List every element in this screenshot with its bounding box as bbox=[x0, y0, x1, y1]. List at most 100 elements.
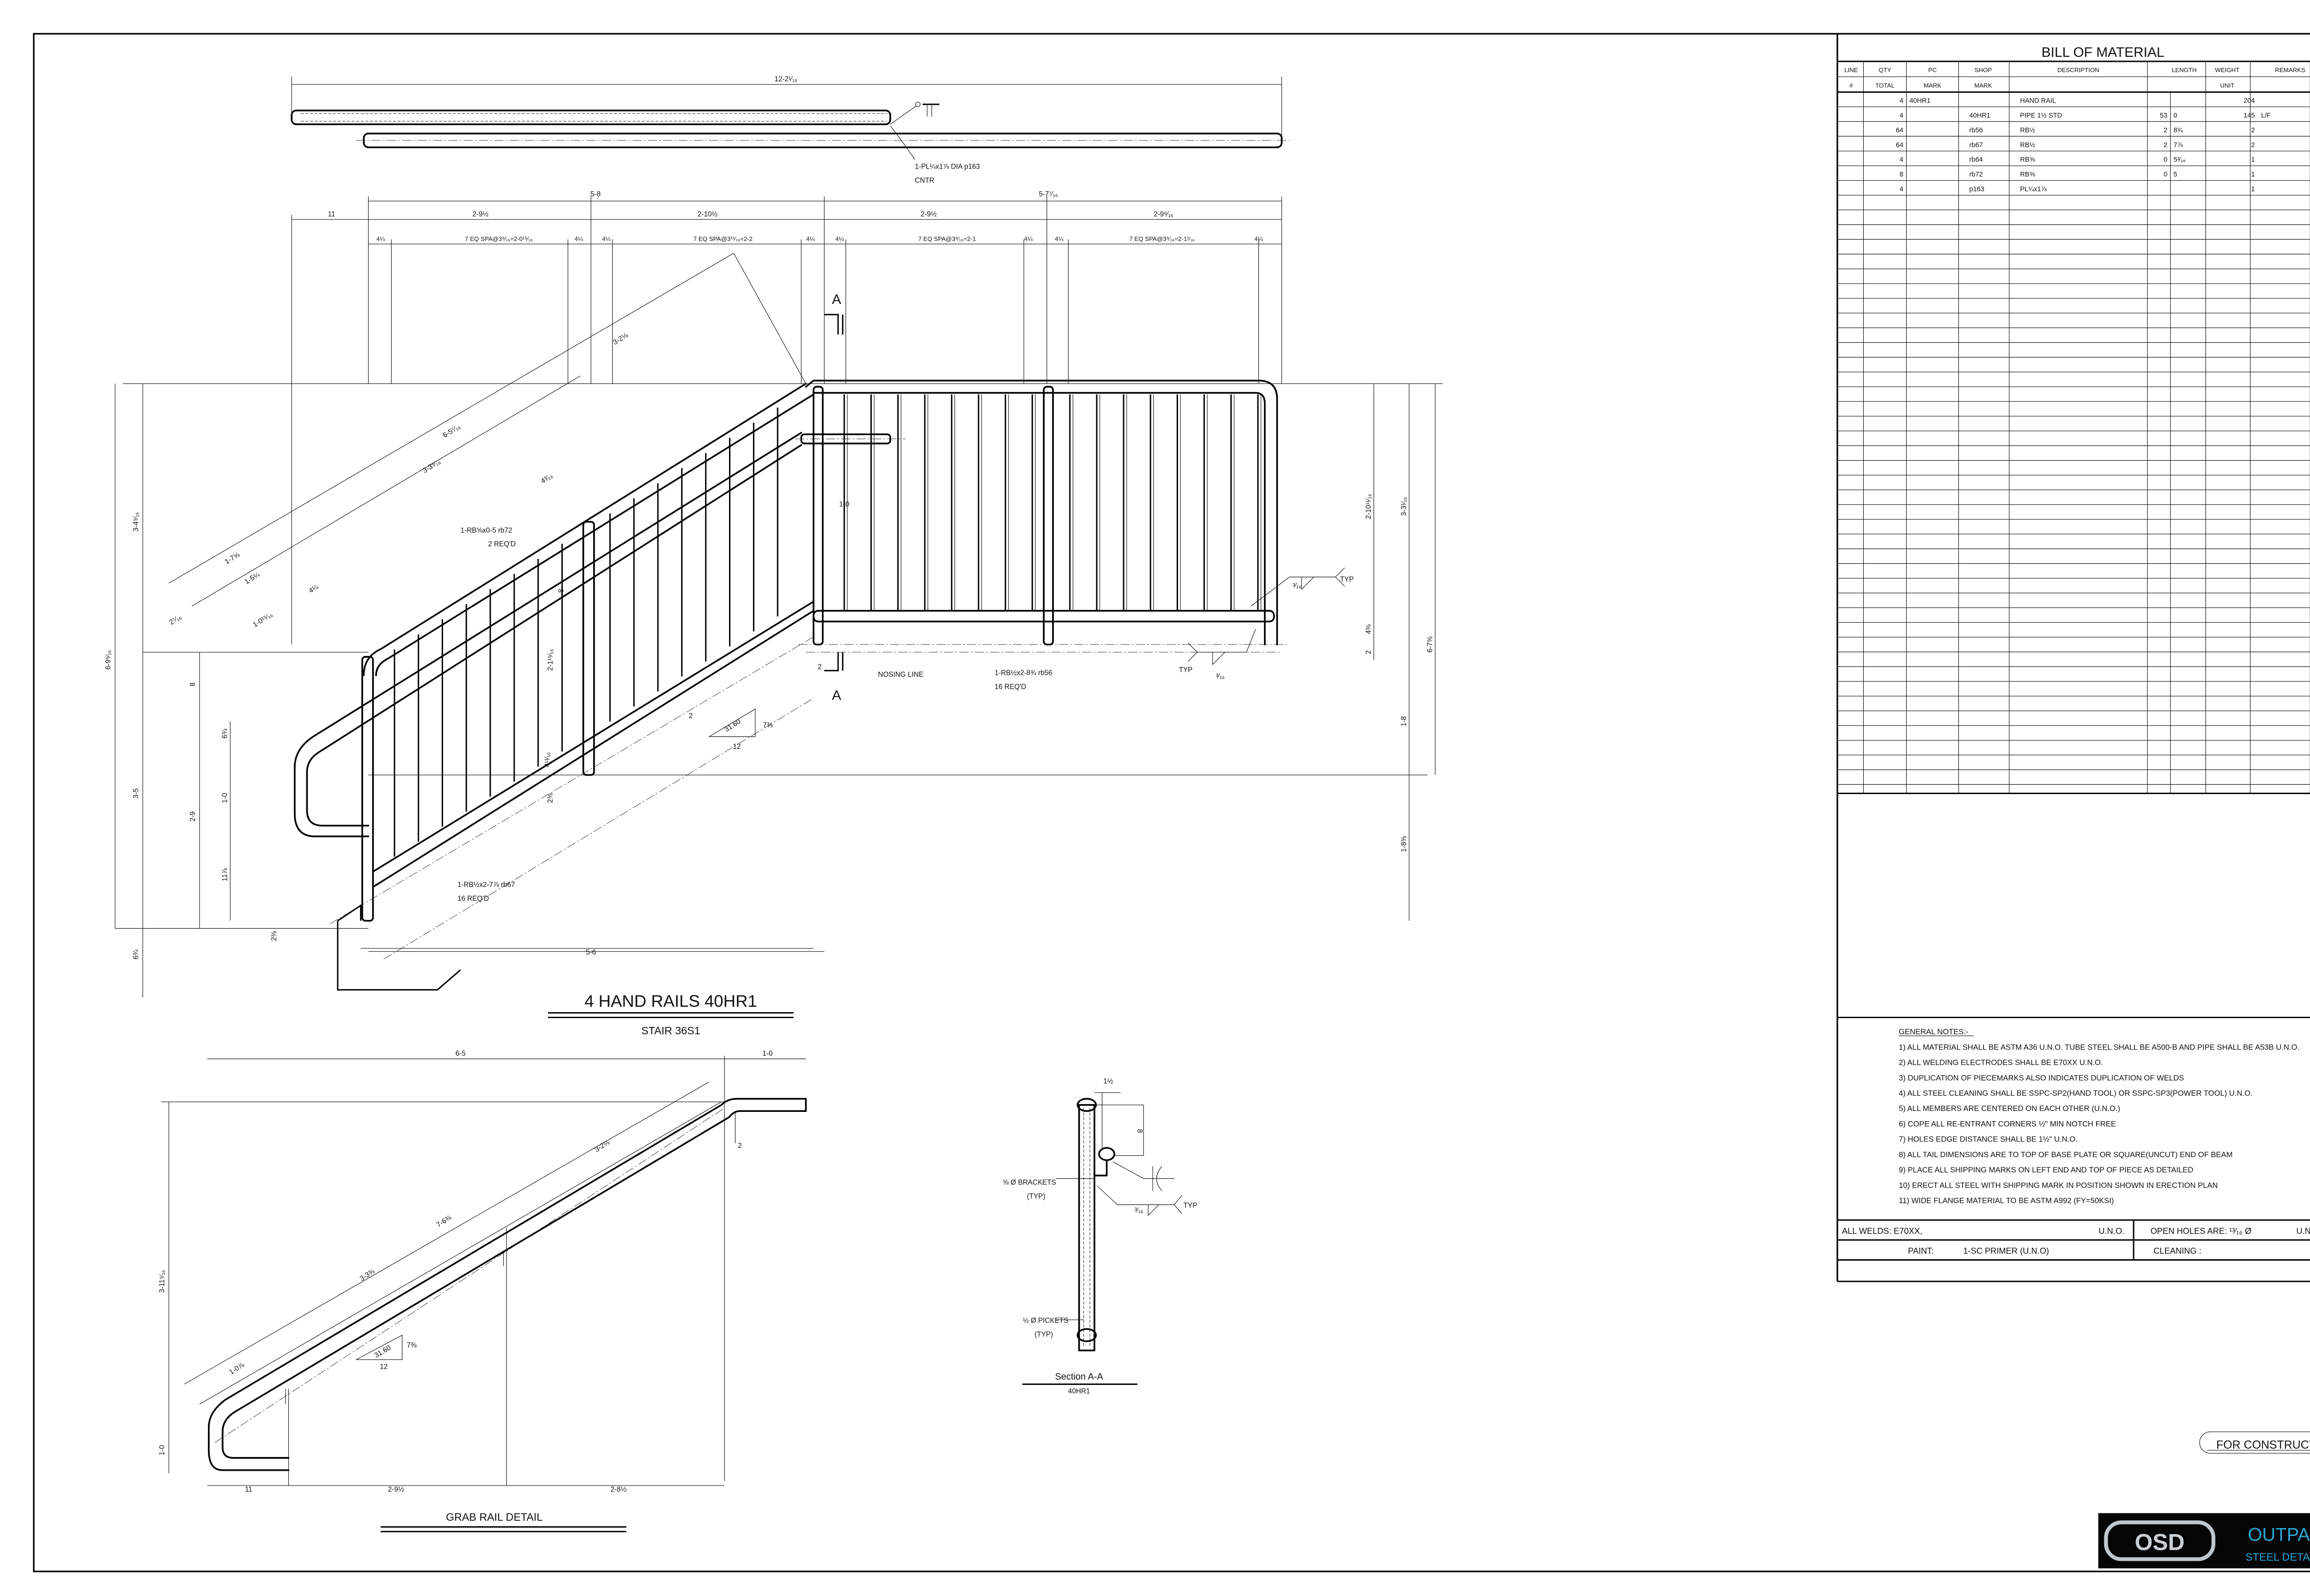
note-item: 4) ALL STEEL CLEANING SHALL BE SSPC-SP2(… bbox=[1899, 1089, 2253, 1098]
drawing-label: 6-5 bbox=[456, 1050, 466, 1058]
drawing-label: 3-4⁹⁄₁₆ bbox=[132, 512, 140, 531]
drawing-label: ⅝ Ø BRACKETS bbox=[1003, 1179, 1056, 1187]
view-subtitle: STAIR 36S1 bbox=[641, 1025, 700, 1037]
drawing-label: 1-0 bbox=[762, 1050, 772, 1058]
drawing-label: PAINT: bbox=[1908, 1246, 1933, 1256]
bom-cell-shop-mark: 40HR1 bbox=[1970, 112, 1990, 119]
bom-cell-shop-mark: p163 bbox=[1970, 186, 1985, 193]
drawing-label: 4¼ bbox=[1055, 236, 1064, 243]
bom-cell-length-ft: 2 bbox=[2164, 127, 2167, 134]
bom-cell-description: RB½ bbox=[2020, 141, 2035, 149]
stair-rail-elevation bbox=[115, 253, 1443, 998]
bom-cell-shop-mark: rb67 bbox=[1970, 141, 1983, 149]
bom-header: TOTAL bbox=[1875, 82, 1895, 89]
drawing-label: 7 EQ SPA@3¹¹⁄₁₆=2-2 bbox=[693, 236, 753, 243]
drawing-label: 12 bbox=[733, 743, 741, 751]
drawing-label: 7⅜ bbox=[763, 722, 772, 729]
bom-header: LENGTH bbox=[2172, 67, 2197, 73]
drawing-label: 6¾ bbox=[132, 949, 140, 959]
drawing-label: U.N.O. bbox=[2098, 1226, 2124, 1236]
title-block bbox=[1836, 34, 2310, 1569]
note-item: 9) PLACE ALL SHIPPING MARKS ON LEFT END … bbox=[1899, 1165, 2194, 1174]
drawing-label: 12 bbox=[380, 1363, 388, 1371]
drawing-label: 7 EQ SPA@3⁹⁄₁₆=2-0¹⁵⁄₁₆ bbox=[465, 236, 533, 243]
bom-cell-length-in: 0 bbox=[2174, 112, 2177, 119]
bom-cell-length-in: 7⅞ bbox=[2174, 141, 2183, 149]
bom-cell-qty: 4 bbox=[1900, 97, 1903, 105]
bom-cell-description: RB⅝ bbox=[2020, 171, 2035, 178]
bom-header: PC bbox=[1928, 67, 1937, 73]
drawing-label: 4¼ bbox=[377, 236, 385, 243]
drawing-label: 5-7⁷⁄₁₆ bbox=[1039, 190, 1058, 198]
drawing-label: CNTR bbox=[915, 176, 934, 184]
bom-header: LINE bbox=[1844, 67, 1858, 73]
stamp-text: FOR CONSTRUCTION bbox=[2216, 1438, 2310, 1451]
bom-header: UNIT bbox=[2220, 82, 2234, 89]
bom-cell-description: RB½ bbox=[2020, 127, 2035, 134]
drawing-label: 2-9⁹⁄₁₆ bbox=[1154, 210, 1173, 218]
drawing-label: OPEN HOLES ARE: ¹³⁄₁₆ Ø bbox=[2151, 1226, 2252, 1236]
bom-cell-weight: 2 bbox=[2251, 141, 2255, 149]
top-dimensions bbox=[291, 196, 1282, 645]
drawing-label: 11⅞ bbox=[221, 868, 229, 881]
bom-cell-remarks: L/F bbox=[2261, 112, 2271, 119]
drawing-label: ³⁄₁₆ bbox=[1293, 582, 1301, 589]
bom-cell-qty: 64 bbox=[1896, 141, 1903, 149]
drawing-label: 2-10½ bbox=[698, 210, 718, 218]
bom-cell-qty: 4 bbox=[1900, 112, 1903, 119]
drawing-label: 7⅜ bbox=[407, 1341, 416, 1349]
view-title: GRAB RAIL DETAIL bbox=[446, 1511, 542, 1523]
logo-name: OUTPACE bbox=[2248, 1524, 2310, 1545]
drawing-label: 2-9½ bbox=[921, 210, 937, 218]
drawing-label: 2-10¹¹⁄₁₆ bbox=[1365, 494, 1373, 519]
bom-cell-description: PIPE 1½ STD bbox=[2020, 112, 2062, 119]
bom-cell-weight: 1 bbox=[2251, 186, 2255, 193]
drawing-label: 2-9 bbox=[189, 811, 197, 821]
drawing-label: 3-3¹⁄₁₆ bbox=[1400, 497, 1408, 516]
drawing-label: TYP bbox=[1184, 1202, 1198, 1210]
drawing-label: 11 bbox=[328, 210, 335, 218]
drawing-label: 6¾ bbox=[221, 728, 229, 738]
drawing-label: 7 EQ SPA@3⁹⁄₁₆=2-1¹⁄₁₆ bbox=[1129, 236, 1194, 243]
bom-title: BILL OF MATERIAL bbox=[2042, 45, 2164, 60]
drawing-label: 6-9⁹⁄₁₆ bbox=[104, 650, 112, 669]
bom-cell-description: RB⅝ bbox=[2020, 156, 2035, 164]
drawing-label: 8 bbox=[1136, 1129, 1143, 1133]
drawing-label: 2⅜ bbox=[270, 931, 278, 941]
drawing-label: 8 bbox=[557, 589, 565, 593]
drawing-label: ³⁄₁₆ bbox=[1135, 1206, 1143, 1214]
view-title: Section A-A bbox=[1055, 1372, 1104, 1382]
note-item: 6) COPE ALL RE-ENTRANT CORNERS ½" MIN NO… bbox=[1899, 1119, 2116, 1128]
note-item: 2) ALL WELDING ELECTRODES SHALL BE E70XX… bbox=[1899, 1058, 2103, 1067]
drawing-label: 1-0 bbox=[158, 1445, 166, 1455]
company-logo bbox=[2098, 1513, 2310, 1569]
drawing-label: 1-SC PRIMER (U.N.O) bbox=[1963, 1246, 2049, 1256]
bom-cell-description: HAND RAIL bbox=[2020, 97, 2056, 105]
drawing-label: U.N.O. bbox=[2296, 1226, 2310, 1236]
bom-header: QTY bbox=[1878, 67, 1891, 73]
bom-cell-weight: 204 bbox=[2243, 97, 2255, 105]
drawing-label: 4¹¹⁄₁₆ bbox=[543, 752, 551, 767]
note-item: 11) WIDE FLANGE MATERIAL TO BE ASTM A992… bbox=[1899, 1196, 2114, 1205]
drawing-label: (TYP) bbox=[1027, 1193, 1046, 1201]
bom-header: DESCRIPTION bbox=[2057, 67, 2099, 73]
view-title: 4 HAND RAILS 40HR1 bbox=[584, 991, 757, 1010]
drawing-label: 1-PL¼x1⅞ DIA p163 bbox=[915, 163, 980, 170]
section-mark-bottom: A bbox=[832, 688, 841, 703]
bom-cell-shop-mark: rb72 bbox=[1970, 171, 1983, 178]
drawing-label: 4¼ bbox=[1254, 236, 1263, 243]
bom-cell-weight: 2 bbox=[2251, 127, 2255, 134]
drawing-label: 4¼ bbox=[574, 236, 583, 243]
drawing-label: 11 bbox=[245, 1486, 252, 1493]
bom-cell-weight: 1 bbox=[2251, 171, 2255, 178]
bom-cell-length-ft: 0 bbox=[2164, 156, 2167, 164]
drawing-label: 4¼ bbox=[835, 236, 844, 243]
bom-header: SHOP bbox=[1975, 67, 1992, 73]
drawing-label: 1-RB½x2-7⅞ rb67 bbox=[457, 881, 515, 889]
sheet-border bbox=[33, 33, 2310, 1572]
drawing-label: 3-11⁵⁄₁₆ bbox=[158, 1270, 166, 1293]
bom-header: MARK bbox=[1924, 82, 1941, 89]
drawing-label: ³⁄₁₆ bbox=[1216, 672, 1225, 680]
drawing-label: 5-6 bbox=[586, 948, 596, 956]
